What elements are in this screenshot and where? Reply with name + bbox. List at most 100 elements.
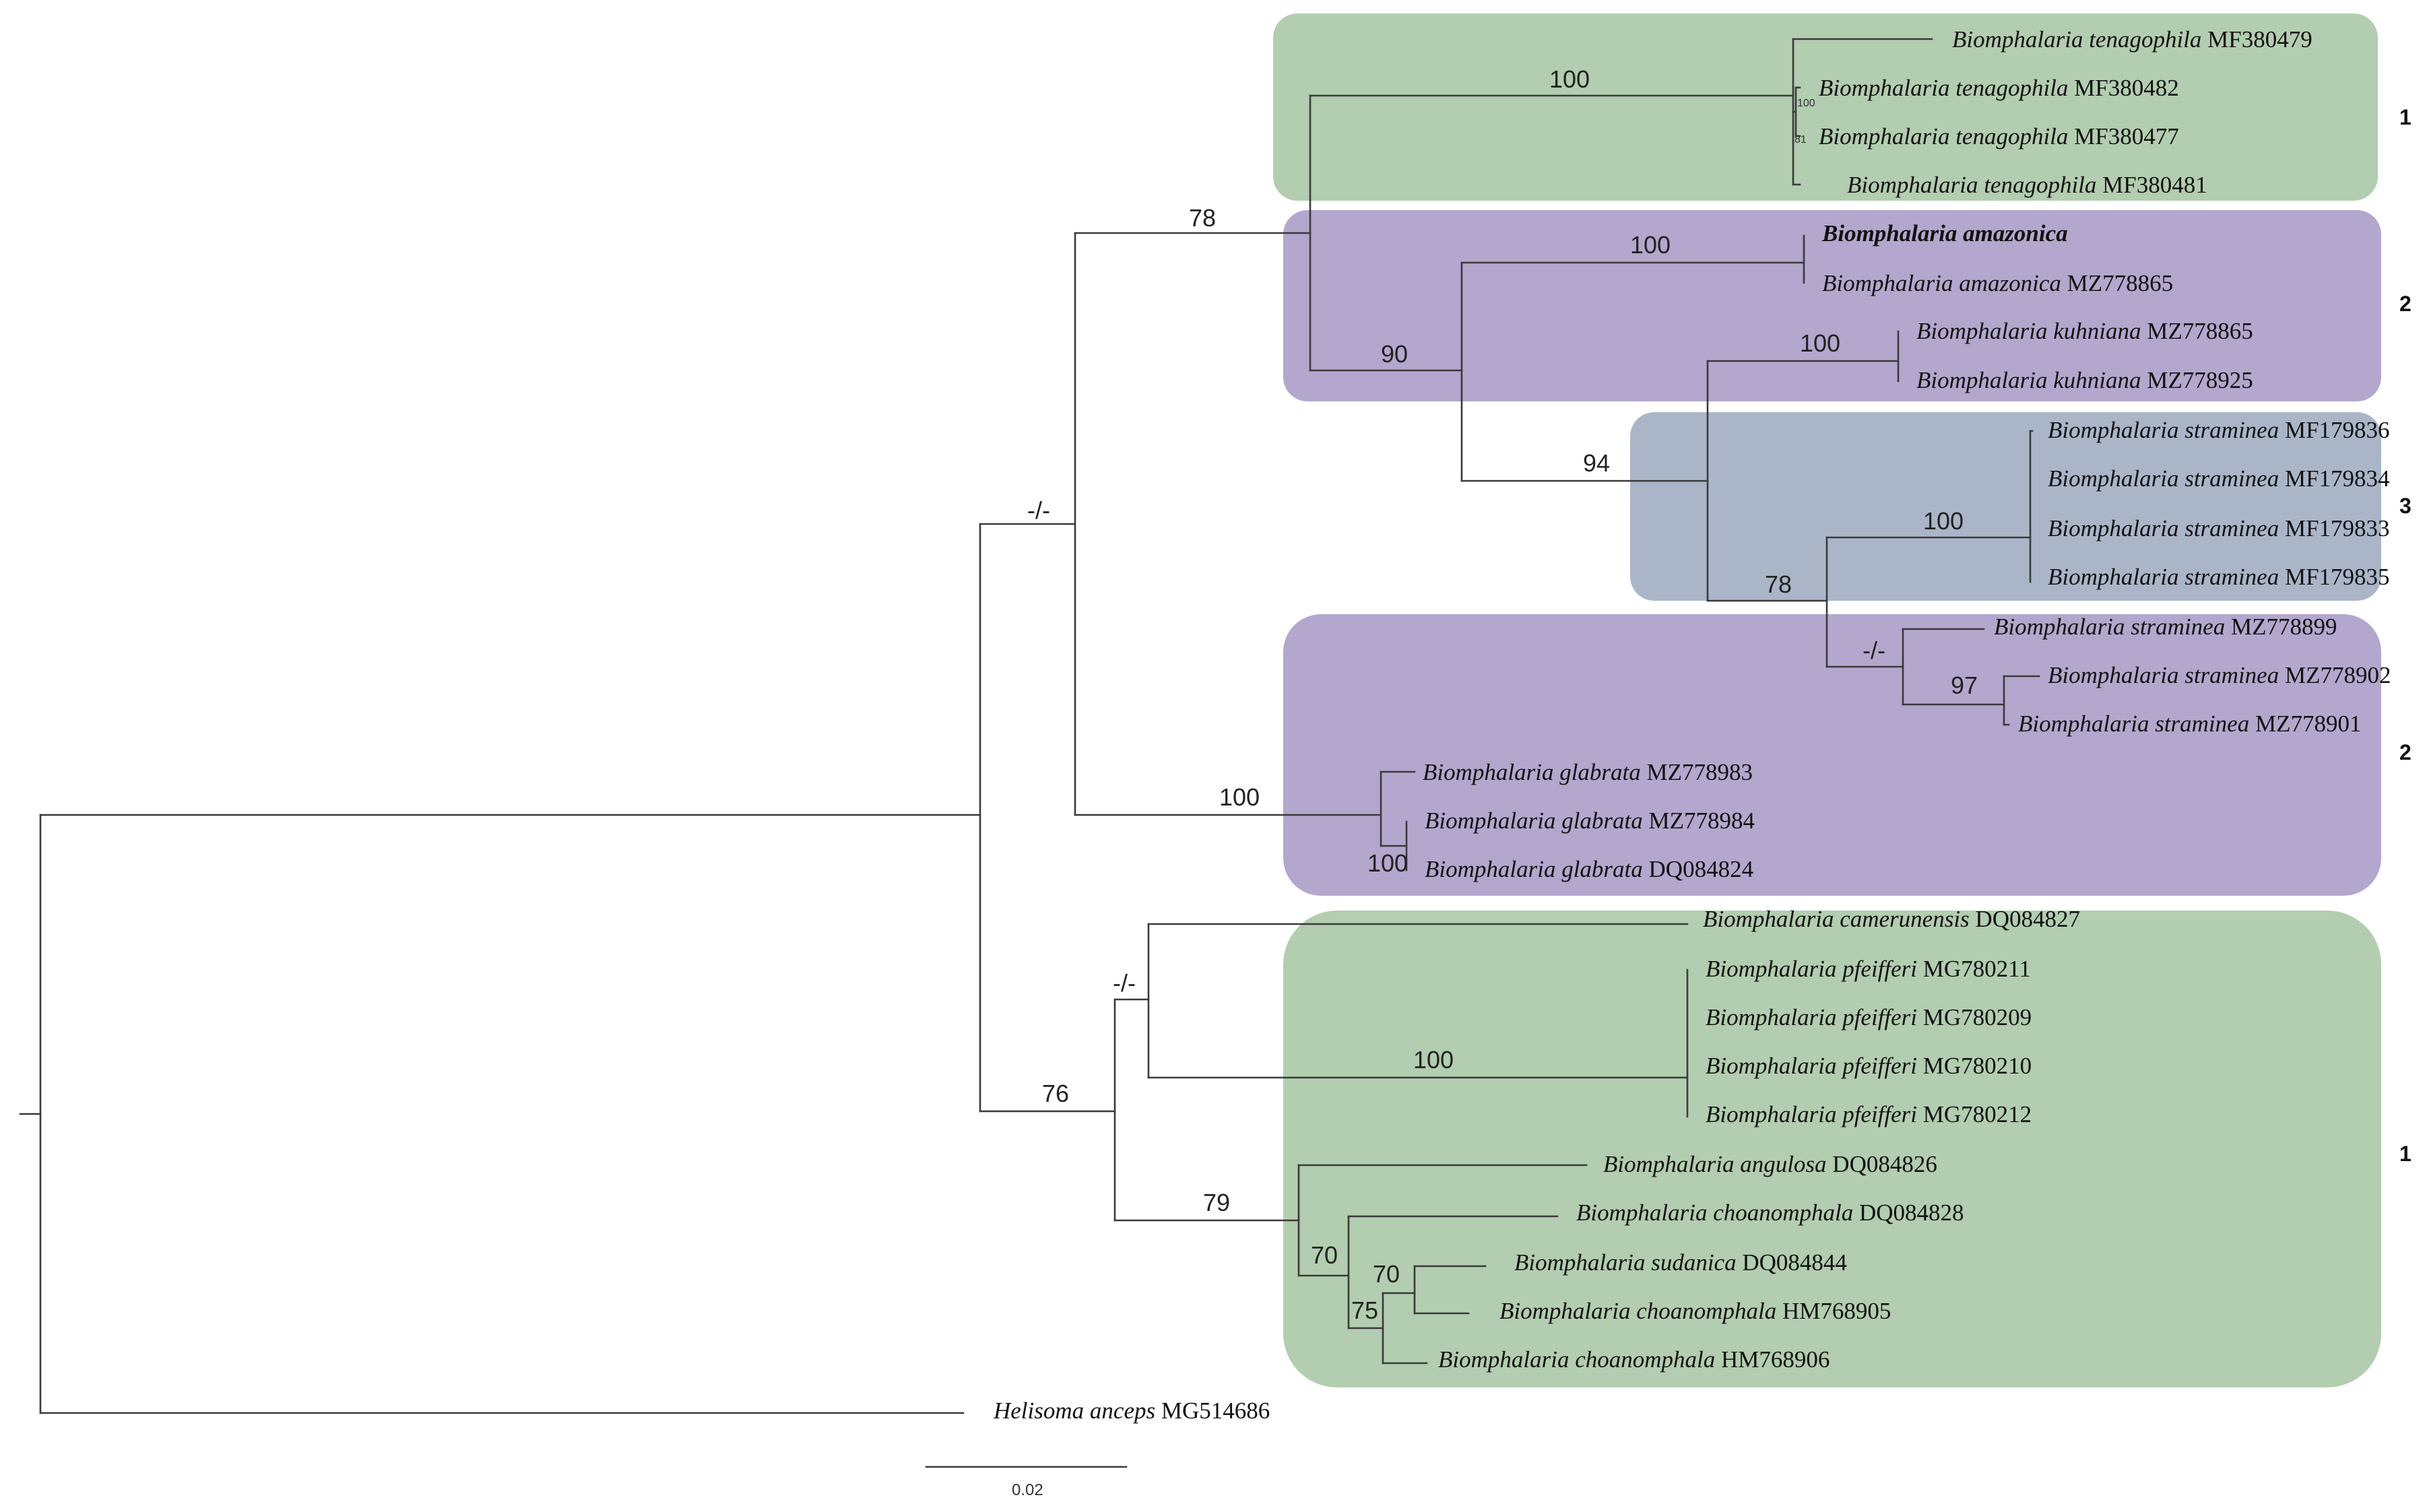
- highlight-group-1-top: [1273, 13, 2378, 201]
- taxon-species: Biomphalaria tenagophila: [1952, 26, 2201, 53]
- clade-highlights: [1273, 13, 2381, 1387]
- taxon-accession: MF380479: [2207, 26, 2312, 53]
- taxon-accession: MZ778983: [1647, 759, 1753, 785]
- support-value: 100: [1923, 507, 1964, 535]
- taxon-species: Biomphalaria amazonica: [1821, 220, 2068, 246]
- taxon-accession: MF380482: [2074, 75, 2179, 101]
- taxon-label: Biomphalaria pfeifferi MG780210: [1706, 1053, 2032, 1079]
- taxon-label: Biomphalaria tenagophila MF380479: [1952, 26, 2312, 53]
- taxon-accession: MF179834: [2285, 465, 2390, 492]
- taxon-accession: DQ084826: [1832, 1151, 1937, 1177]
- taxon-label: Biomphalaria straminea MF179833: [2048, 515, 2390, 541]
- highlight-group-2-lower: [1283, 614, 2381, 896]
- taxon-label: Biomphalaria tenagophila MF380482: [1819, 75, 2179, 101]
- taxon-label: Biomphalaria straminea MZ778901: [2018, 711, 2361, 737]
- support-value: 76: [1042, 1080, 1069, 1107]
- taxon-species: Biomphalaria pfeifferi: [1706, 1053, 1917, 1079]
- taxon-species: Biomphalaria tenagophila: [1847, 172, 2096, 198]
- support-value: 100: [1219, 783, 1260, 811]
- taxon-accession: MF179835: [2285, 564, 2390, 590]
- taxon-species: Biomphalaria tenagophila: [1819, 123, 2068, 150]
- taxon-species: Biomphalaria tenagophila: [1819, 75, 2068, 101]
- support-value: 100: [1367, 849, 1408, 877]
- taxon-species: Biomphalaria glabrata: [1425, 856, 1643, 882]
- taxon-label: Biomphalaria straminea MZ778902: [2048, 662, 2391, 688]
- taxon-label: Biomphalaria choanomphala HM768905: [1499, 1298, 1891, 1324]
- taxon-label: Biomphalaria straminea MZ778899: [1994, 614, 2337, 640]
- taxon-label: Biomphalaria camerunensis DQ084827: [1703, 906, 2080, 932]
- taxon-label: Biomphalaria straminea MF179836: [2048, 417, 2390, 443]
- taxon-species: Biomphalaria glabrata: [1423, 759, 1641, 785]
- taxon-species: Biomphalaria choanomphala: [1499, 1298, 1776, 1324]
- support-value: 75: [1351, 1296, 1378, 1324]
- taxon-label: Biomphalaria sudanica DQ084844: [1514, 1249, 1847, 1276]
- group-numbers: 1 2 3 2 1: [2399, 105, 2412, 1166]
- taxon-label: Helisoma anceps MG514686: [993, 1398, 1270, 1424]
- support-value: 81: [1794, 134, 1807, 145]
- taxon-label: Biomphalaria amazonica MZ778865: [1822, 270, 2173, 296]
- taxon-species: Biomphalaria angulosa: [1603, 1151, 1827, 1177]
- taxon-accession: MZ778984: [1649, 808, 1755, 834]
- group-number: 2: [2399, 740, 2412, 764]
- taxon-accession: MZ778901: [2255, 711, 2362, 737]
- taxon-accession: MF179836: [2285, 417, 2390, 443]
- group-number: 2: [2399, 292, 2412, 316]
- taxon-label: Biomphalaria choanomphala DQ084828: [1576, 1199, 1964, 1226]
- taxon-accession: MZ778925: [2147, 367, 2253, 393]
- taxon-accession: MZ778902: [2285, 662, 2391, 688]
- support-value: 78: [1765, 570, 1792, 598]
- support-value: 70: [1373, 1260, 1400, 1288]
- taxon-accession: MZ778865: [2067, 270, 2174, 296]
- taxon-label: Biomphalaria straminea MF179835: [2048, 564, 2390, 590]
- highlight-group-3: [1630, 412, 2381, 601]
- support-value: -/-: [1863, 636, 1885, 664]
- taxon-accession: MZ778899: [2231, 614, 2337, 640]
- support-value: 100: [1413, 1046, 1454, 1074]
- taxon-species: Biomphalaria sudanica: [1514, 1249, 1737, 1276]
- support-value: 97: [1951, 671, 1978, 699]
- taxon-species: Biomphalaria glabrata: [1425, 808, 1643, 834]
- support-value: 90: [1381, 340, 1408, 368]
- taxon-accession: MG780212: [1923, 1101, 2032, 1127]
- taxon-species: Biomphalaria straminea: [2048, 662, 2279, 688]
- taxon-accession: MG514686: [1161, 1398, 1270, 1424]
- taxon-label: Biomphalaria glabrata MZ778983: [1423, 759, 1753, 785]
- taxon-species: Biomphalaria straminea: [2048, 564, 2279, 590]
- taxon-accession: MF380477: [2074, 123, 2179, 150]
- taxon-label: Biomphalaria straminea MF179834: [2048, 465, 2390, 492]
- taxon-label: Biomphalaria amazonica: [1821, 220, 2068, 246]
- support-value: -/-: [1113, 969, 1136, 997]
- support-value: 94: [1583, 449, 1610, 477]
- taxon-accession: DQ084827: [1975, 906, 2080, 932]
- taxon-label: Biomphalaria choanomphala HM768906: [1438, 1346, 1830, 1373]
- support-value: 100: [1549, 65, 1590, 93]
- taxon-accession: MG780210: [1923, 1053, 2032, 1079]
- highlight-group-2-upper: [1283, 210, 2381, 401]
- taxon-accession: HM768906: [1721, 1346, 1830, 1373]
- taxon-species: Helisoma anceps: [993, 1398, 1155, 1424]
- taxon-label: Biomphalaria kuhniana MZ778865: [1916, 318, 2253, 344]
- taxon-accession: MG780209: [1923, 1004, 2032, 1030]
- tree-branches: [19, 38, 2040, 1414]
- group-number: 1: [2399, 1142, 2412, 1166]
- taxon-species: Biomphalaria camerunensis: [1703, 906, 1970, 932]
- taxon-label: Biomphalaria pfeifferi MG780212: [1706, 1101, 2032, 1127]
- taxon-species: Biomphalaria straminea: [2048, 465, 2279, 492]
- support-value: 70: [1311, 1241, 1338, 1269]
- taxon-species: Biomphalaria pfeifferi: [1706, 1101, 1917, 1127]
- taxon-label: Biomphalaria glabrata MZ778984: [1425, 808, 1755, 834]
- taxon-accession: DQ084828: [1859, 1199, 1964, 1226]
- taxon-label: Biomphalaria tenagophila MF380477: [1819, 123, 2179, 150]
- group-number: 1: [2399, 105, 2412, 129]
- support-value: 100: [1630, 231, 1671, 259]
- taxon-species: Biomphalaria straminea: [2018, 711, 2249, 737]
- taxon-label: Biomphalaria pfeifferi MG780211: [1706, 956, 2031, 982]
- taxon-label: Biomphalaria glabrata DQ084824: [1425, 856, 1753, 882]
- taxon-accession: MG780211: [1923, 956, 2031, 982]
- taxon-species: Biomphalaria kuhniana: [1916, 367, 2141, 393]
- support-value: -/-: [1027, 496, 1050, 524]
- highlight-group-1-bottom: [1283, 911, 2381, 1387]
- taxon-species: Biomphalaria straminea: [2048, 417, 2279, 443]
- taxon-label: Biomphalaria tenagophila MF380481: [1847, 172, 2207, 198]
